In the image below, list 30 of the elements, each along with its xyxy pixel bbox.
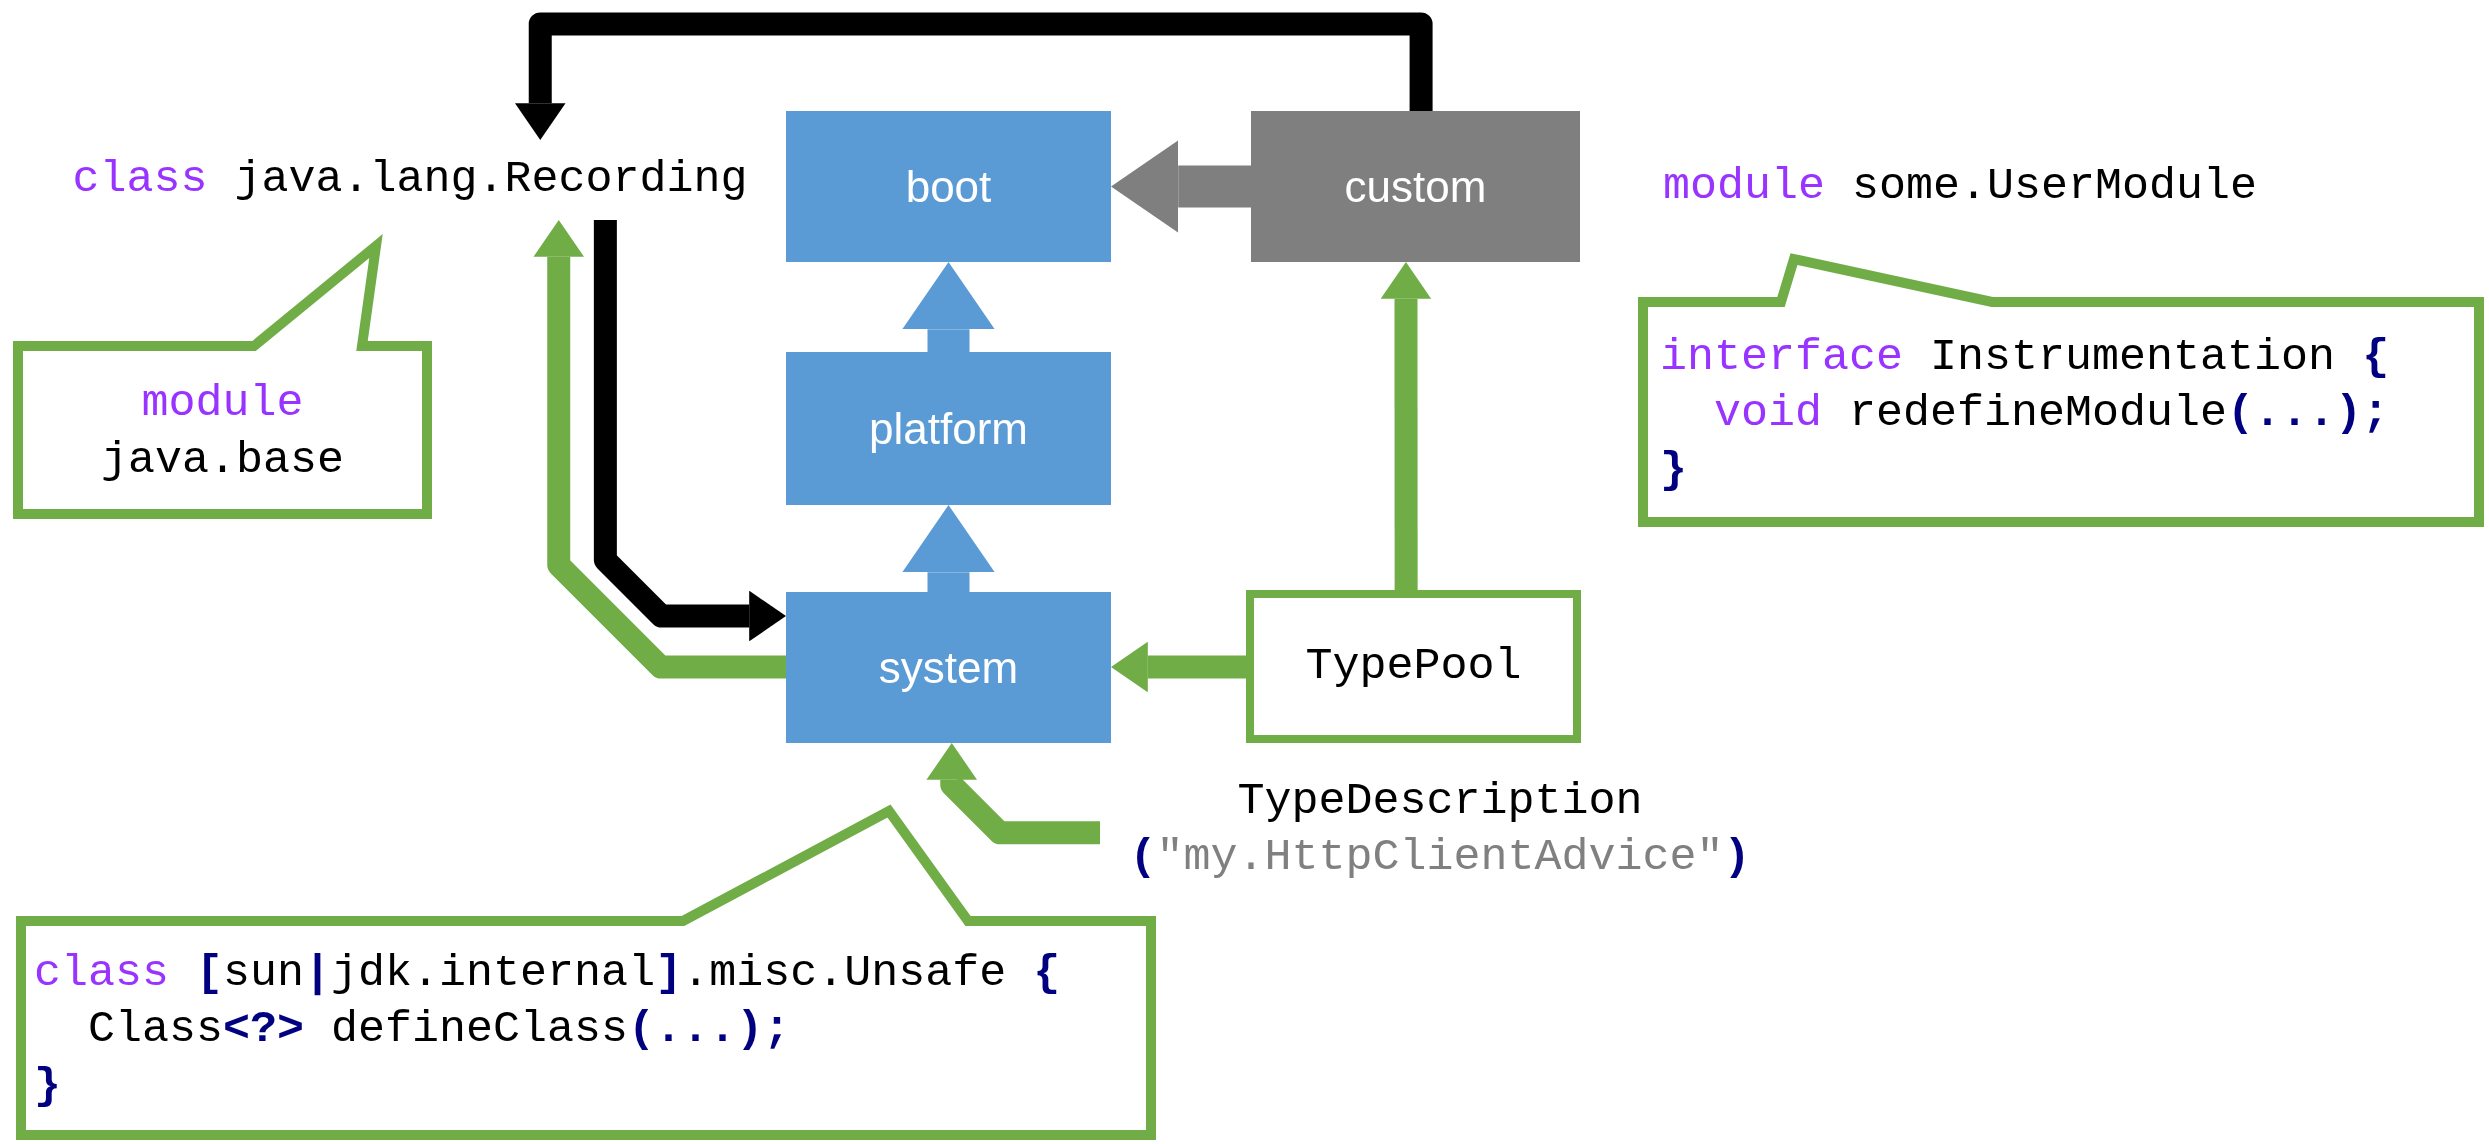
process-box: TypePool <box>1246 590 1581 743</box>
code-keyword: class <box>34 947 170 1002</box>
code-text: } <box>1660 443 1687 498</box>
code-keyword: module <box>1662 159 1825 214</box>
code-keyword: module <box>141 377 304 432</box>
code-text: [sun|jdk.internal].misc.Unsafe { <box>196 947 1061 1002</box>
arrow <box>533 220 786 679</box>
arrow <box>902 505 995 592</box>
code-keyword: class <box>72 152 208 207</box>
code-text: } <box>34 1059 61 1114</box>
process-box: boot <box>786 111 1111 262</box>
code-text: TypeDescription <box>1237 774 1643 829</box>
code-text: redefineModule(...); <box>1849 387 2390 442</box>
code-text: Class<?> defineClass(...); <box>88 1003 791 1058</box>
arrow <box>1111 641 1246 693</box>
code-text: java.base <box>100 433 344 488</box>
process-box: custom <box>1251 111 1580 262</box>
arrow <box>1380 262 1432 590</box>
process-box: platform <box>786 352 1111 505</box>
process-box: system <box>786 592 1111 743</box>
code-text: some.UserModule <box>1851 159 2258 214</box>
code-keyword: void <box>1714 387 1823 442</box>
code-keyword: interface <box>1660 331 1904 386</box>
arrow <box>1111 140 1251 233</box>
code-text: Instrumentation { <box>1930 331 2390 386</box>
arrow <box>593 220 786 642</box>
arrow <box>926 743 1100 845</box>
code-text: java.lang.Recording <box>234 152 748 207</box>
arrow <box>902 262 995 352</box>
code-string: ("my.HttpClientAdvice") <box>1129 831 1751 885</box>
